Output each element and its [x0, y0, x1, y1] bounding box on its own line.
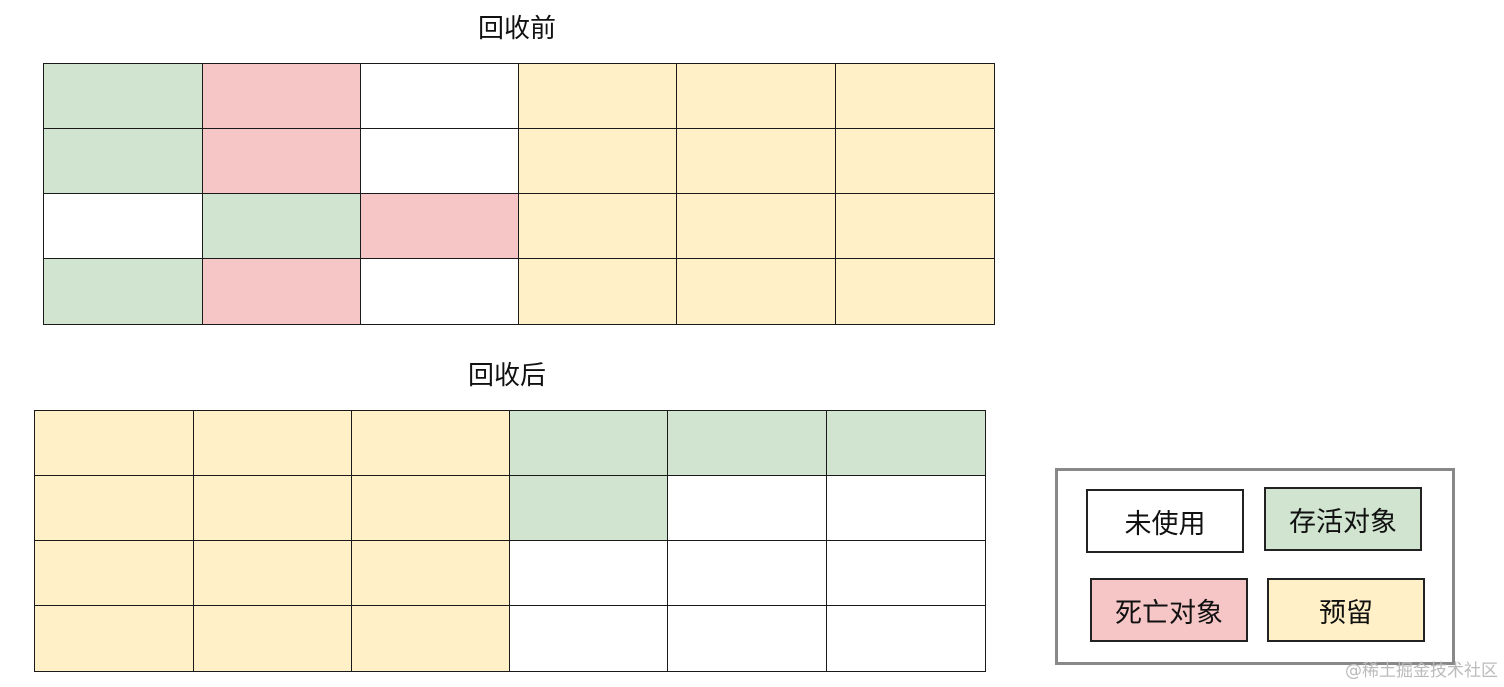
- memory-cell-alive: [509, 410, 669, 477]
- after-memory-grid: [34, 410, 986, 672]
- memory-cell-reserved: [34, 475, 195, 542]
- legend-alive: 存活对象: [1264, 487, 1422, 551]
- memory-cell-alive: [509, 475, 669, 542]
- memory-cell-unused: [825, 475, 986, 542]
- memory-cell-reserved: [834, 63, 995, 130]
- legend-unused: 未使用: [1086, 489, 1244, 553]
- memory-cell-reserved: [192, 605, 353, 672]
- memory-cell-unused: [359, 63, 520, 130]
- memory-cell-reserved: [834, 128, 995, 195]
- memory-cell-unused: [359, 258, 520, 325]
- memory-cell-reserved: [676, 193, 837, 260]
- memory-cell-alive: [201, 193, 362, 260]
- memory-cell-unused: [825, 605, 986, 672]
- legend: 未使用 存活对象 死亡对象 预留: [1055, 468, 1455, 665]
- legend-dead: 死亡对象: [1090, 578, 1248, 642]
- memory-cell-reserved: [350, 540, 511, 607]
- memory-cell-reserved: [350, 410, 511, 477]
- memory-cell-reserved: [350, 475, 511, 542]
- memory-cell-reserved: [676, 128, 837, 195]
- watermark: @稀土掘金技术社区: [1345, 661, 1498, 681]
- memory-cell-dead: [201, 258, 362, 325]
- memory-cell-dead: [201, 128, 362, 195]
- memory-cell-unused: [825, 540, 986, 607]
- memory-cell-unused: [509, 605, 669, 672]
- before-memory-grid: [43, 63, 995, 325]
- before-title: 回收前: [477, 14, 556, 44]
- memory-cell-alive: [43, 128, 204, 195]
- memory-cell-alive: [43, 63, 204, 130]
- memory-cell-unused: [667, 540, 828, 607]
- memory-cell-dead: [201, 63, 362, 130]
- memory-cell-reserved: [518, 193, 678, 260]
- memory-cell-alive: [43, 258, 204, 325]
- memory-cell-unused: [667, 605, 828, 672]
- memory-cell-reserved: [34, 410, 195, 477]
- memory-cell-reserved: [834, 258, 995, 325]
- memory-cell-reserved: [676, 63, 837, 130]
- memory-cell-unused: [43, 193, 204, 260]
- after-title: 回收后: [467, 361, 546, 391]
- memory-cell-reserved: [34, 605, 195, 672]
- memory-cell-reserved: [518, 128, 678, 195]
- memory-cell-reserved: [192, 540, 353, 607]
- memory-cell-reserved: [34, 540, 195, 607]
- memory-cell-reserved: [350, 605, 511, 672]
- memory-cell-reserved: [192, 410, 353, 477]
- memory-cell-dead: [359, 193, 520, 260]
- memory-cell-reserved: [518, 258, 678, 325]
- memory-cell-reserved: [518, 63, 678, 130]
- memory-cell-alive: [825, 410, 986, 477]
- legend-reserved: 预留: [1267, 578, 1425, 642]
- memory-cell-reserved: [834, 193, 995, 260]
- memory-cell-reserved: [192, 475, 353, 542]
- memory-cell-unused: [667, 475, 828, 542]
- memory-cell-alive: [667, 410, 828, 477]
- memory-cell-unused: [509, 540, 669, 607]
- memory-cell-unused: [359, 128, 520, 195]
- memory-cell-reserved: [676, 258, 837, 325]
